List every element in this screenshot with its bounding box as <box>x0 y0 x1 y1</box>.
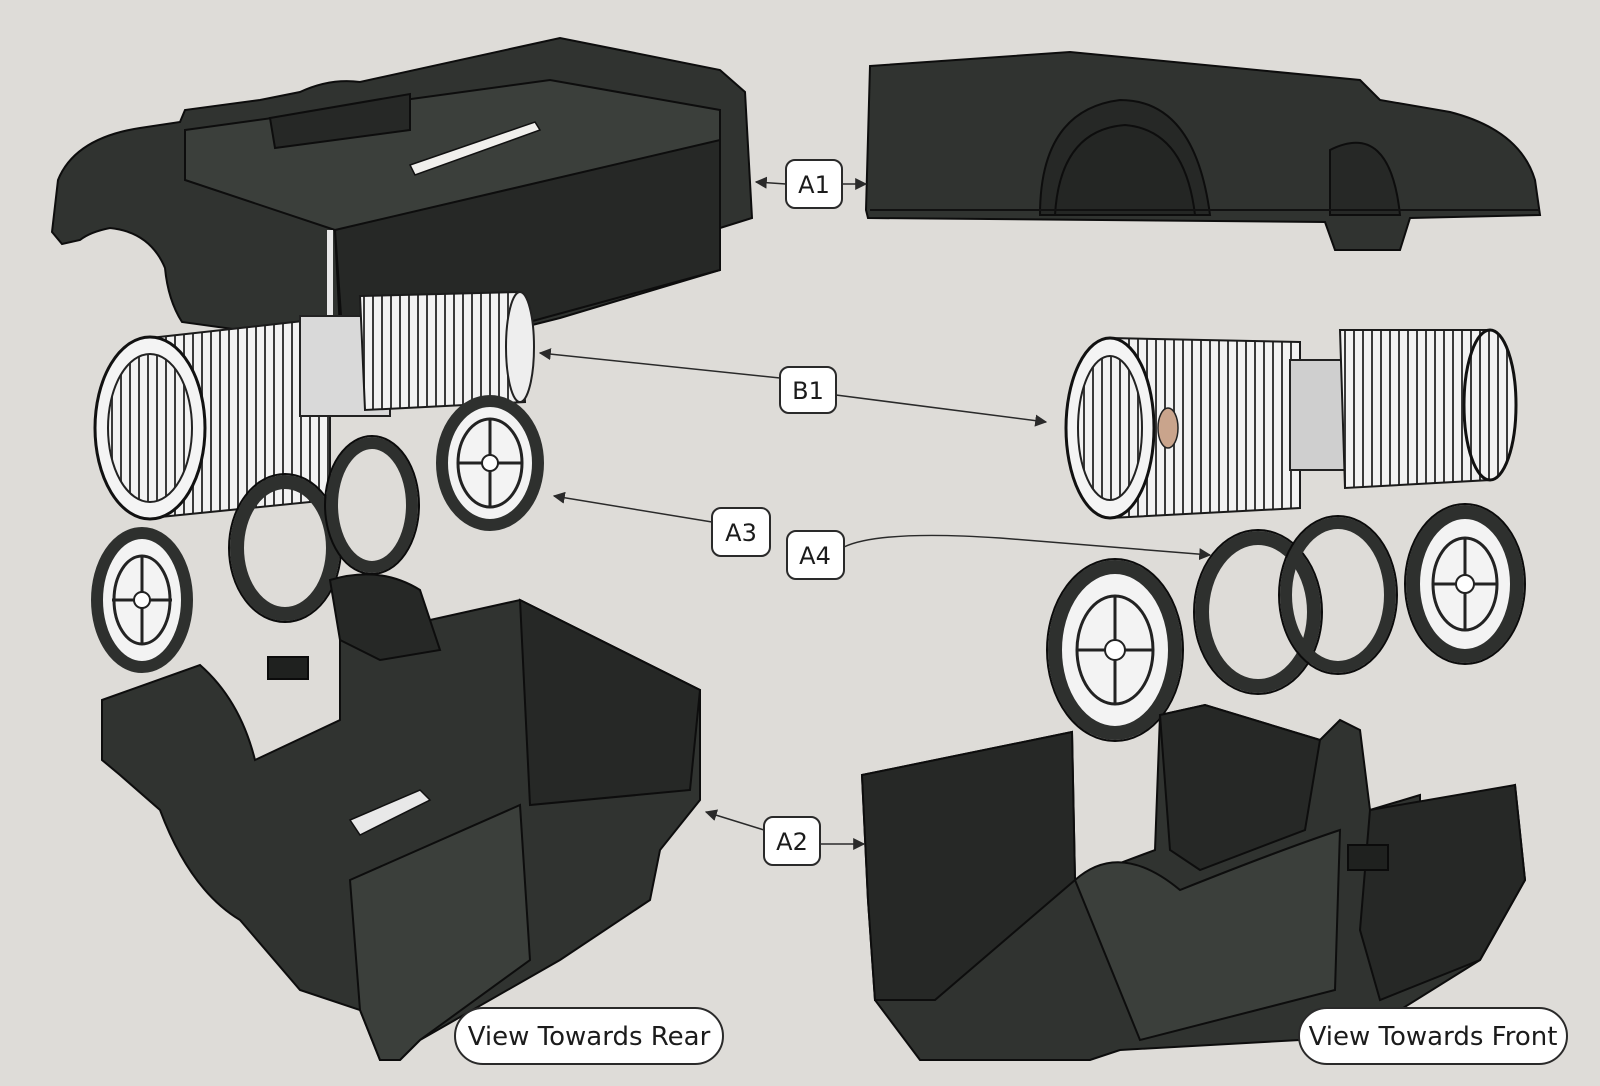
grille-ring-right-2 <box>1404 503 1526 665</box>
view-label-rear-text: View Towards Rear <box>468 1022 711 1052</box>
blower-wheel-front-view <box>1064 328 1518 520</box>
callout-a2: A2 <box>763 816 821 866</box>
leader-a4 <box>843 534 1212 561</box>
blower-wheel-rear-view <box>93 290 535 521</box>
view-label-front: View Towards Front <box>1298 1007 1568 1065</box>
upper-housing-rear-view <box>50 36 754 374</box>
callout-a3-text: A3 <box>725 519 757 547</box>
lower-housing-front-view <box>860 703 1527 1061</box>
grille-ring-left-1 <box>436 395 544 531</box>
callout-a1-text: A1 <box>798 171 830 199</box>
leader-lines <box>538 176 1212 850</box>
leader-a2-left <box>704 809 765 831</box>
view-label-front-text: View Towards Front <box>1309 1022 1558 1052</box>
callout-a4-text: A4 <box>799 542 831 570</box>
callout-b1: B1 <box>779 366 837 414</box>
leader-b1-right <box>835 394 1048 427</box>
callout-a1: A1 <box>785 159 843 209</box>
leader-a1-left <box>754 176 787 189</box>
grille-ring-left-2 <box>91 527 193 673</box>
leader-a3 <box>552 491 713 523</box>
seal-ring-left-2 <box>324 435 420 575</box>
callout-a4: A4 <box>786 530 845 580</box>
callout-b1-text: B1 <box>792 377 824 405</box>
callout-a2-text: A2 <box>776 828 808 856</box>
callout-a3: A3 <box>711 507 771 557</box>
seal-ring-right-1 <box>1193 529 1323 695</box>
lower-housing-rear-view <box>101 573 702 1061</box>
leader-b1-left <box>538 348 781 379</box>
view-label-rear: View Towards Rear <box>454 1007 724 1065</box>
upper-housing-front-view <box>864 50 1542 251</box>
seal-ring-right-2 <box>1278 515 1398 675</box>
grille-ring-right-1 <box>1046 558 1184 742</box>
